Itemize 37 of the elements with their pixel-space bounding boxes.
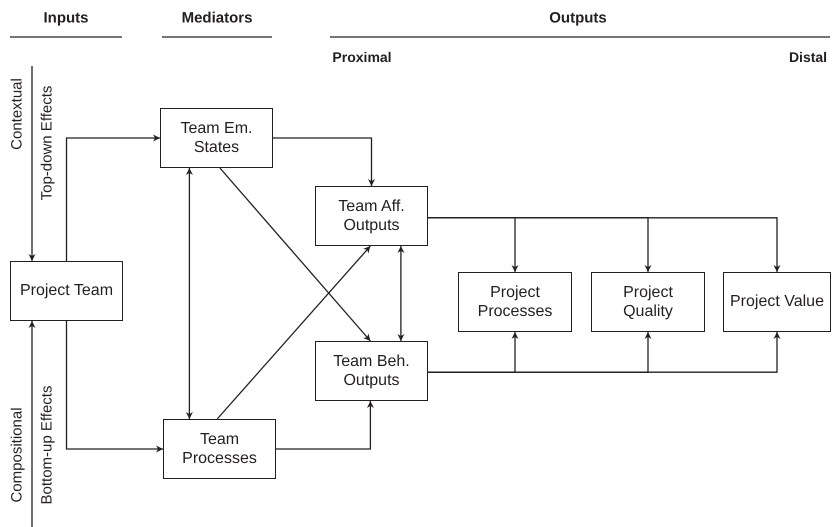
arrow <box>428 217 780 272</box>
arrow <box>28 66 36 261</box>
arrow <box>397 246 404 341</box>
arrow <box>219 168 371 342</box>
box-label: Team Aff. Outputs <box>337 196 406 236</box>
process-box <box>591 272 705 332</box>
box-label: Team Processes <box>181 430 258 468</box>
process-box <box>458 272 572 332</box>
arrow <box>66 321 163 452</box>
arrow <box>28 321 36 527</box>
axis-label: Top-down Effects <box>38 86 56 200</box>
process-box <box>163 419 276 479</box>
process-box <box>160 108 273 168</box>
box-label: Project Quality <box>622 282 674 322</box>
axis-label: Bottom-up Effects <box>38 386 56 504</box>
subheading: Distal <box>788 49 828 65</box>
arrow <box>66 134 160 261</box>
box-label: Project Team <box>18 281 114 301</box>
arrow <box>276 401 374 450</box>
process-box <box>723 272 831 332</box>
arrow <box>273 137 375 186</box>
arrow <box>216 246 371 420</box>
box-label: Team Em. States <box>179 118 254 158</box>
column-heading: Inputs <box>44 10 88 26</box>
axis-label: Compositional <box>8 407 26 503</box>
process-box <box>315 186 428 246</box>
subheading: Proximal <box>332 49 392 65</box>
column-heading: Mediators <box>182 10 252 26</box>
arrow <box>186 168 193 419</box>
axis-label: Contextual <box>8 78 26 150</box>
box-label: Project Processes <box>476 282 554 322</box>
column-heading: Outputs <box>549 10 607 26</box>
process-box <box>315 341 428 401</box>
arrow <box>428 332 780 373</box>
process-box <box>10 261 123 321</box>
box-label: Team Beh. Outputs <box>332 352 411 390</box>
box-label: Project Value <box>729 292 825 312</box>
